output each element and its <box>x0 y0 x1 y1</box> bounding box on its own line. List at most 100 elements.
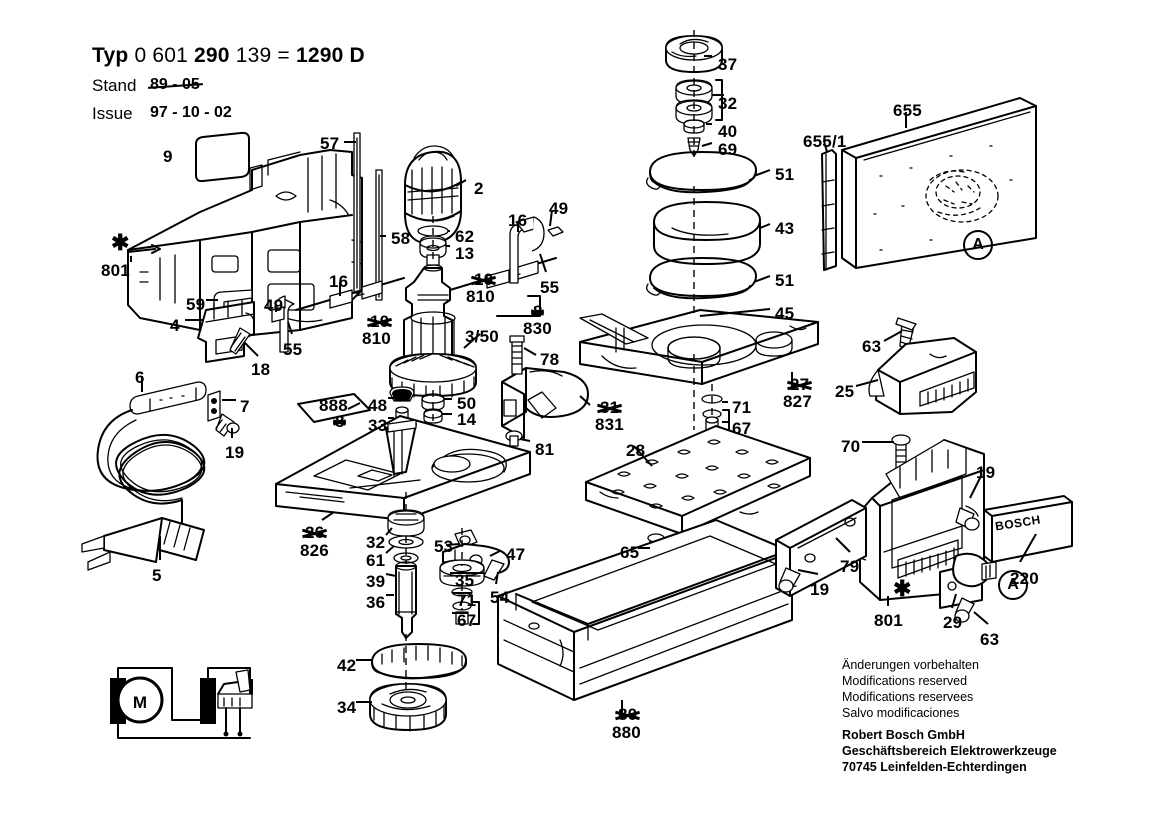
superseded-callout-10: 10 <box>474 271 493 289</box>
callout-78: 78 <box>540 350 560 369</box>
callout-831: 831 <box>595 415 624 434</box>
typ-model: 1290 D <box>295 44 365 67</box>
callout-810: 810 <box>362 329 391 348</box>
callout-71: 71 <box>732 398 752 417</box>
star-marker-801-right: ✱ <box>893 576 912 601</box>
part-57-rod <box>353 132 361 294</box>
callout-32: 32 <box>718 94 738 113</box>
callout-67: 67 <box>732 419 752 438</box>
strike-cross: 8 <box>335 412 345 431</box>
callout-51: 51 <box>775 271 795 290</box>
callout-6: 6 <box>135 368 145 387</box>
superseded-callout-80: 80 <box>618 706 637 724</box>
callout-45: 45 <box>775 304 795 323</box>
stand-label: Stand <box>92 76 137 95</box>
footer-division: Geschäftsbereich Elektrowerkzeuge <box>842 744 1057 758</box>
typ-number-bold: 290 <box>194 44 230 67</box>
callout-13: 13 <box>455 244 475 263</box>
callout-2: 2 <box>474 179 484 198</box>
strike-cross: 27 <box>790 375 810 394</box>
part-7-terminal <box>207 390 221 422</box>
part-63b-screw <box>954 597 975 623</box>
typ-number-2: 139 <box>235 44 272 67</box>
strike-cross: 31 <box>600 398 620 417</box>
callout-63: 63 <box>980 630 1000 649</box>
part-29-bracket <box>939 552 997 609</box>
armature-pinion <box>426 254 440 266</box>
callout-18: 18 <box>251 360 271 379</box>
callout-19: 19 <box>225 443 245 462</box>
legal-footer: Änderungen vorbehalten Modifications res… <box>842 657 1057 775</box>
footer-line-en: Modifications reserved <box>842 674 968 688</box>
callout-50: 50 <box>457 394 477 413</box>
callout-16: 16 <box>508 211 528 230</box>
callout-25: 25 <box>835 382 855 401</box>
callout-67: 67 <box>457 611 477 630</box>
part-43-ring <box>653 201 761 265</box>
superseded-callout-10: 10 <box>370 313 389 331</box>
part-brush-set-right <box>449 216 564 291</box>
part-18-screw <box>229 327 251 355</box>
callout-49: 49 <box>549 199 569 218</box>
star-marker-801-left: ✱ <box>111 230 130 255</box>
part-78-screw <box>509 335 525 375</box>
callout-29: 29 <box>943 613 963 632</box>
part-51a-ring <box>646 151 757 194</box>
callout-51: 51 <box>775 165 795 184</box>
issue-value: 97 - 10 - 02 <box>150 104 232 121</box>
part-59-clip <box>213 289 253 311</box>
callout-55: 55 <box>283 340 303 359</box>
leader-lines <box>130 55 1037 718</box>
callout-19: 19 <box>810 580 830 599</box>
callout-7: 7 <box>240 397 250 416</box>
part-28-pad <box>585 425 811 535</box>
part-51b-ring <box>646 257 757 300</box>
part-67b-screw <box>452 601 480 625</box>
callout-810: 810 <box>466 287 495 306</box>
wiring-schematic: M <box>110 667 253 739</box>
superseded-callout-27: 27 <box>790 376 809 394</box>
part-655-1-strip <box>821 149 837 271</box>
callout-48: 48 <box>368 396 388 415</box>
callout-61: 61 <box>366 551 386 570</box>
callout-655-1: 655/1 <box>803 132 847 151</box>
part-655-panel <box>841 97 1037 269</box>
callout-801: 801 <box>874 611 903 630</box>
callout-655: 655 <box>893 101 922 120</box>
callout-3-50: 3/50 <box>465 327 499 346</box>
callout-40: 40 <box>718 122 738 141</box>
callout-826: 826 <box>300 541 329 560</box>
issue-label: Issue <box>92 104 133 123</box>
callout-79: 79 <box>840 557 860 576</box>
part-6-cord <box>81 381 207 571</box>
part-19c-screw <box>778 567 801 593</box>
strike-cross: 26 <box>305 523 325 542</box>
part-19b-screw <box>955 507 980 531</box>
part-9-cover <box>195 131 250 183</box>
callout-70: 70 <box>841 437 861 456</box>
callout-36: 36 <box>366 593 386 612</box>
callout-54: 54 <box>490 588 510 607</box>
callout-57: 57 <box>320 134 340 153</box>
callout-49: 49 <box>264 296 284 315</box>
callout-830: 830 <box>523 319 552 338</box>
callout-34: 34 <box>337 698 357 717</box>
stand-value-wrap: 89 - 05 <box>150 76 200 94</box>
part-32-bearings <box>675 79 723 125</box>
part-34-pulley <box>369 683 447 732</box>
typ-number-1: 0 601 <box>134 44 188 67</box>
callout-33: 33 <box>368 416 388 435</box>
part-63a-screw <box>895 317 917 351</box>
part-36-shaft <box>395 561 417 639</box>
superseded-callout-31: 31 <box>600 399 619 417</box>
superseded-callout-26: 26 <box>305 524 324 542</box>
callout-5: 5 <box>152 566 162 585</box>
callout-55: 55 <box>540 278 560 297</box>
callout-4: 4 <box>170 316 180 335</box>
callout-59: 59 <box>186 295 206 314</box>
part-831-elbow <box>501 367 589 439</box>
part-880-box <box>497 519 793 701</box>
part-26-baseplate <box>275 415 531 521</box>
callout-827: 827 <box>783 392 812 411</box>
